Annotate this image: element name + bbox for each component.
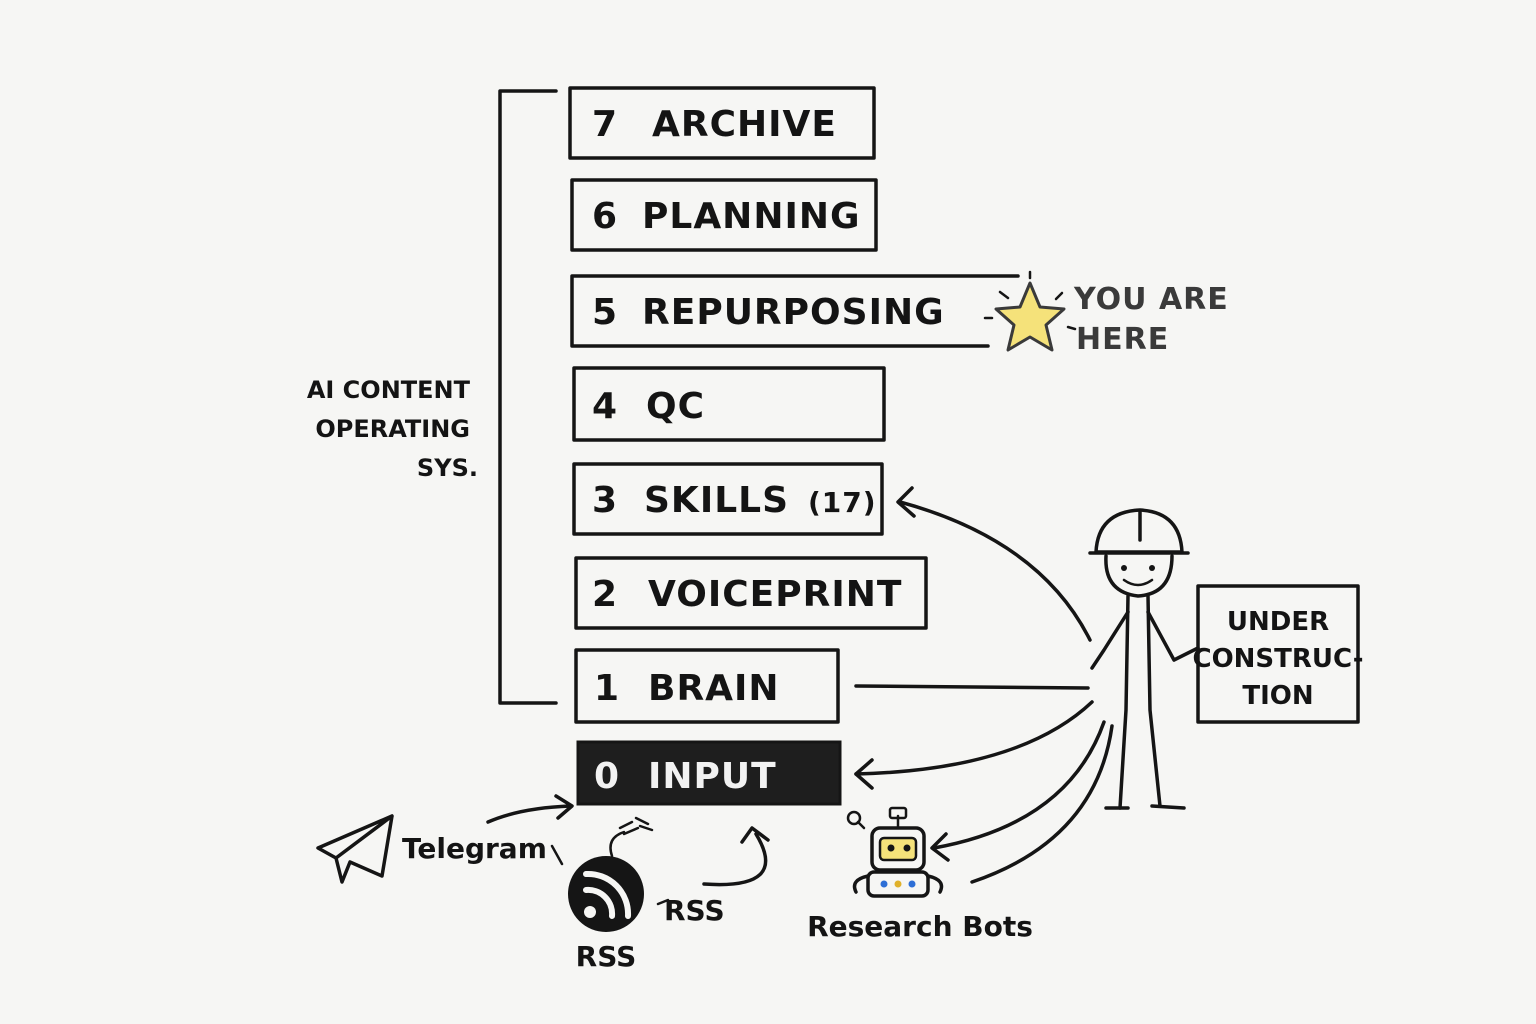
layer-4-qc: 4 QC [572,366,886,442]
research-bots-label: Research Bots [807,910,1033,943]
paper-plane-icon [316,814,394,884]
stack-caption: AI CONTENT OPERATING SYS. [307,376,478,482]
stack-bracket [498,89,558,705]
layer-name: INPUT [648,756,777,797]
sign-line2: CONSTRUC- [1192,644,1363,674]
arrow-telegram-to-input [486,804,572,824]
rss-feed-icon [568,856,644,932]
line-to-brain [854,684,1090,690]
layer-0-input: 0 INPUT [576,740,842,806]
line-to-bots-lower [970,724,1114,884]
layer-6-planning: 6 PLANNING [570,178,878,252]
sign-board [1196,584,1360,724]
arrow-rss-to-input [702,832,768,887]
layer-box [572,462,884,536]
layer-number: 4 [592,386,618,427]
star-sparkles [983,270,1077,331]
construction-sign: UNDER CONSTRUC- TION [1192,584,1364,724]
arrow-to-research-bots [932,720,1106,850]
layer-box [576,740,842,806]
layer-name: REPURPOSING [642,292,945,333]
layer-box [568,86,876,160]
layer-name: VOICEPRINT [648,574,902,615]
telegram-source: Telegram [316,794,574,884]
star-icon [994,281,1066,352]
layer-box [574,556,928,630]
worker-connections [854,486,1114,884]
stack-caption-line3: SYS. [417,454,478,482]
layer-name: ARCHIVE [652,104,837,145]
layer-number: 2 [592,574,618,615]
rss-icon-label: RSS [576,940,637,973]
arrow-to-input [854,700,1094,776]
you-are-here-line1: YOU ARE [1073,282,1229,317]
you-are-here-marker: YOU ARE HERE [983,270,1229,357]
layer-name: PLANNING [642,196,861,237]
layer-name: SKILLS [644,480,789,521]
layer-number: 1 [594,668,620,709]
rss-source: RSS RSS [568,816,770,973]
layer-5-repurposing: 5 REPURPOSING [570,274,1020,348]
layer-3-skills: 3 SKILLS (17) [572,462,884,536]
layer-name: QC [646,386,705,427]
sign-line1: UNDER [1227,607,1329,637]
stack-caption-line1: AI CONTENT [307,376,471,404]
layer-2-voiceprint: 2 VOICEPRINT [574,556,928,630]
layer-number: 0 [594,756,620,797]
layer-number: 6 [592,196,618,237]
robot-icon [846,806,944,898]
arrow-to-skills [898,500,1092,642]
layer-box [572,366,886,442]
layer-box [570,178,878,252]
you-are-here-line2: HERE [1076,322,1169,357]
layer-number: 3 [592,480,618,521]
layer-box [574,648,840,724]
research-bots-source: Research Bots [807,806,1033,943]
layer-count: (17) [808,486,877,519]
layer-number: 5 [592,292,618,333]
stick-figure-hardhat-icon [1088,508,1200,810]
layer-name: BRAIN [648,668,780,709]
layer-7-archive: 7 ARCHIVE [568,86,876,160]
rss-arrow-label: RSS [664,894,725,927]
layer-number: 7 [592,104,618,145]
stack-caption-line2: OPERATING [315,415,470,443]
telegram-label: Telegram [402,832,547,865]
layer-box [570,274,1020,348]
layer-1-brain: 1 BRAIN [574,648,840,724]
sign-line3: TION [1242,681,1313,711]
